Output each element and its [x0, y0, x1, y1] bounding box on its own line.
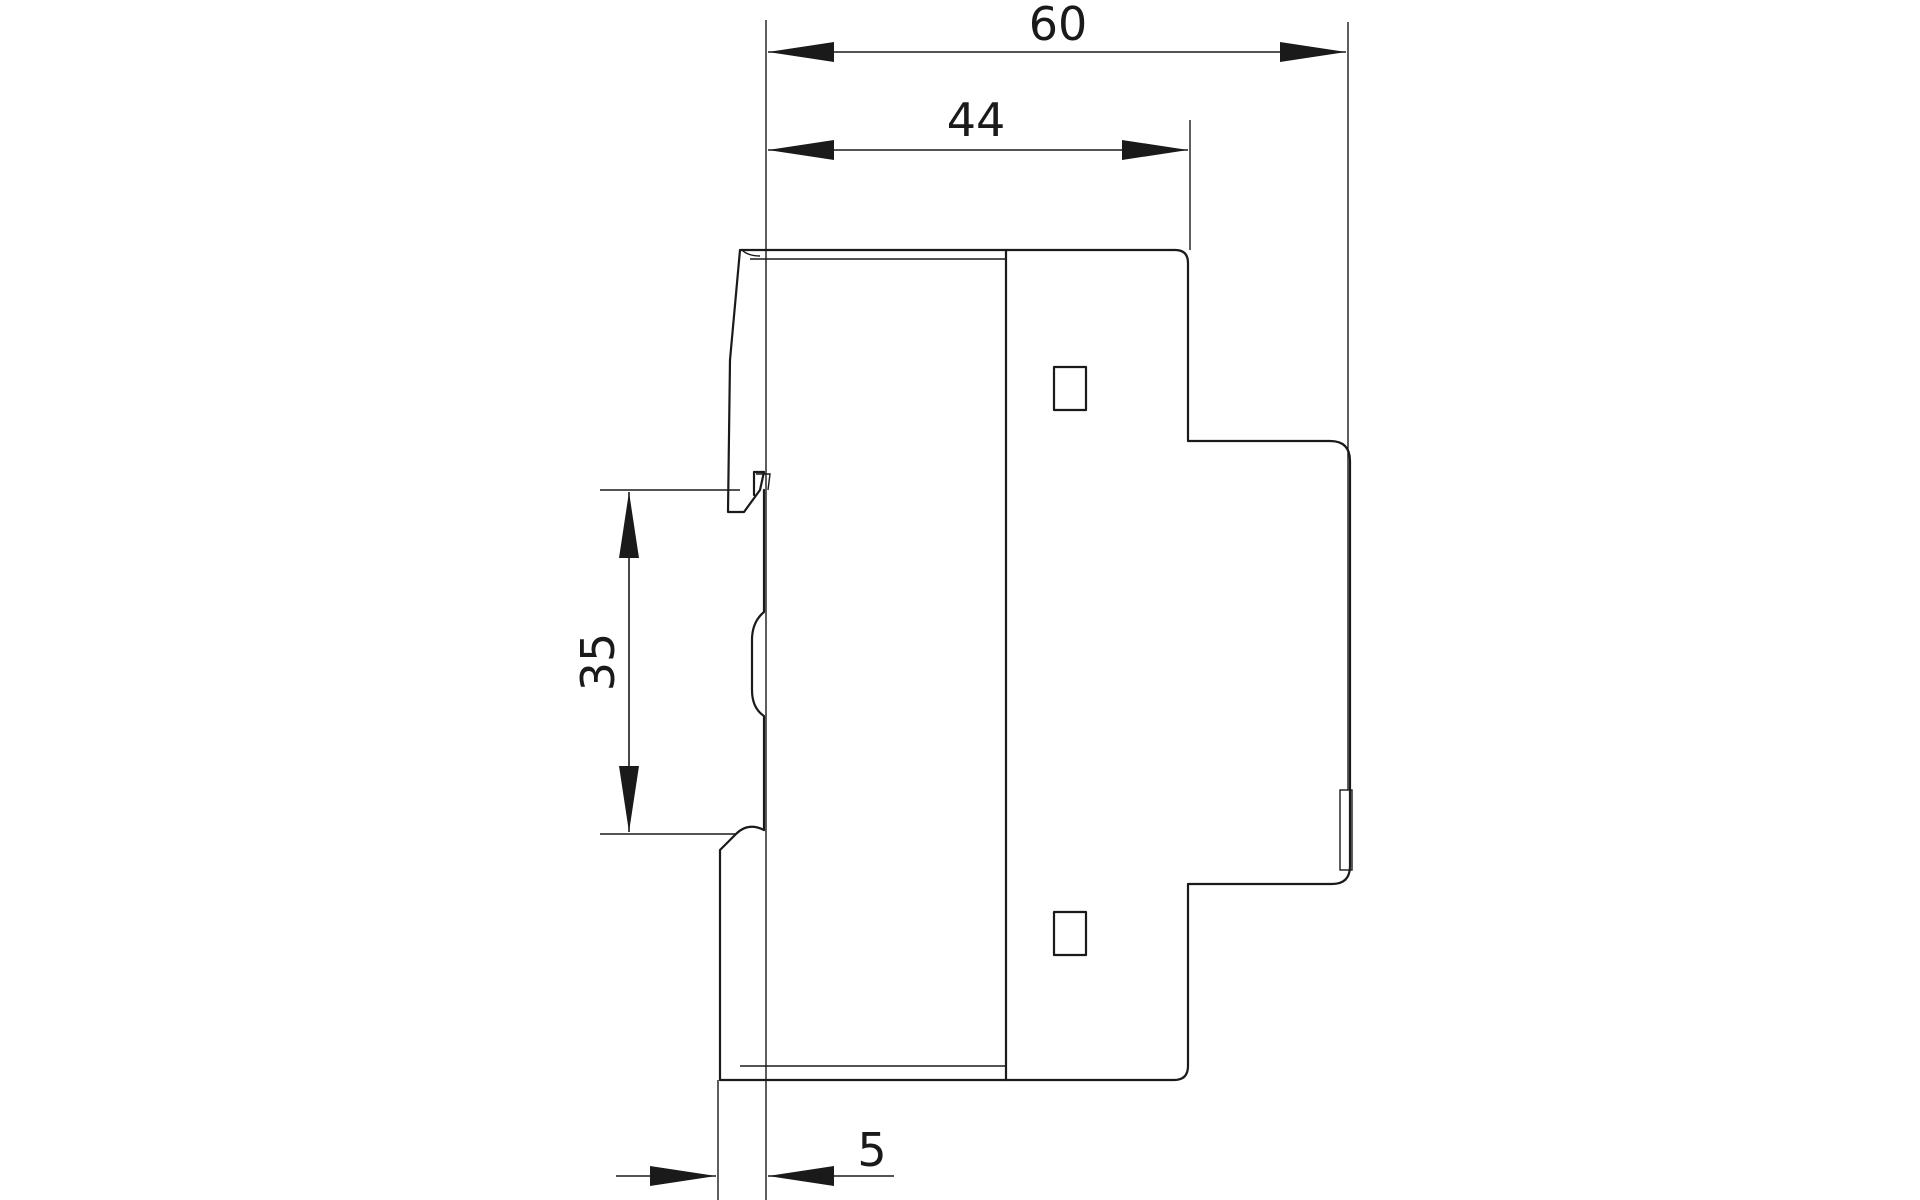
bottom-latch	[718, 825, 766, 1082]
terminal-window-bottom	[1052, 910, 1088, 957]
dim-60-arrow-left	[768, 42, 834, 62]
dim-35-label: 35	[571, 633, 625, 692]
dim-44-label: 44	[947, 93, 1006, 147]
device-body	[718, 248, 1353, 1082]
dimension-rail-offset: 5	[616, 1123, 894, 1186]
side-tab	[1339, 789, 1353, 871]
dim-5-label: 5	[857, 1123, 886, 1177]
dim-35-arrow-top	[619, 492, 639, 558]
dim-44-arrow-right	[1122, 140, 1188, 160]
top-hook-detail	[741, 249, 771, 491]
dimension-rail-width: 35	[571, 489, 740, 835]
top-hook	[726, 248, 766, 514]
dim-60-label: 60	[1029, 0, 1088, 51]
dim-35-arrow-bottom	[619, 766, 639, 832]
body-outline-top	[740, 248, 1352, 1082]
dim-5-arrow-left	[650, 1166, 716, 1186]
rail-profile	[750, 488, 766, 832]
dim-60-arrow-right	[1280, 42, 1346, 62]
dim-44-arrow-left	[768, 140, 834, 160]
reference-lines	[717, 20, 1349, 1200]
dim-5-arrow-right	[768, 1166, 834, 1186]
terminal-window-top	[1052, 365, 1088, 412]
dimension-overall-depth: 60	[768, 0, 1346, 62]
dimension-front-depth: 44	[768, 93, 1188, 160]
